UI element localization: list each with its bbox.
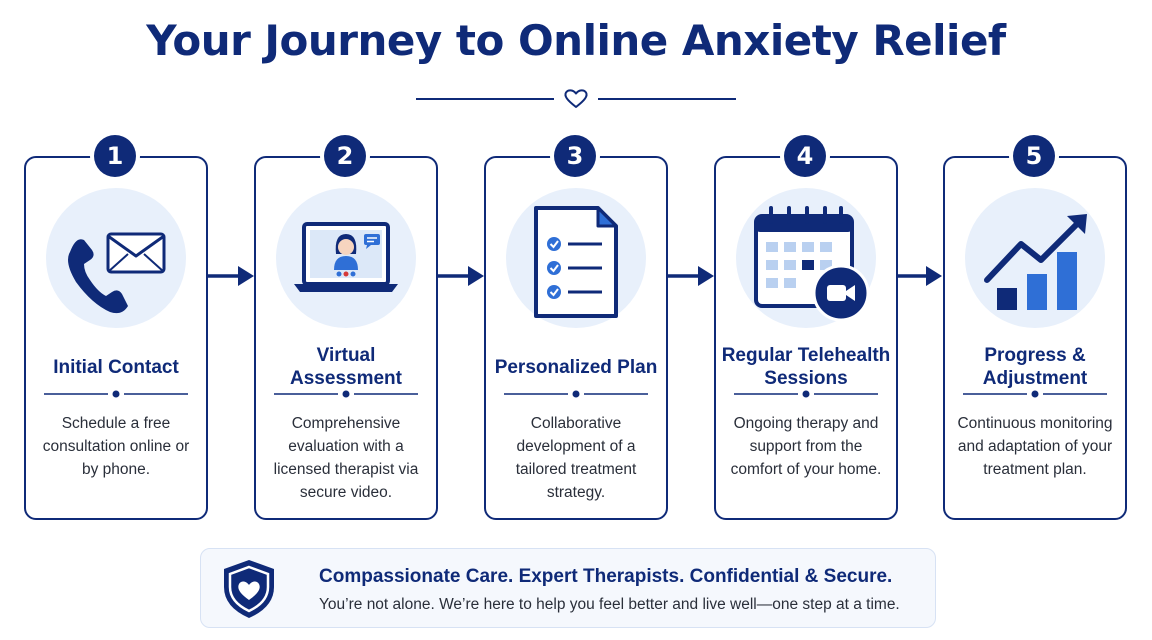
banner-headline: Compassionate Care. Expert Therapists. C… xyxy=(319,566,893,587)
phone-mail-icon xyxy=(68,232,166,314)
card-divider xyxy=(963,390,1107,398)
step-description: Continuous monitoring and adaptation of … xyxy=(957,415,1113,478)
arrow-right-icon xyxy=(896,266,942,286)
step-card-virtual-assessment: Virtual Assessment Comprehensive evaluat… xyxy=(254,156,438,520)
step-description: Collaborative development of a tailored … xyxy=(515,415,637,501)
step-title: Personalized Plan xyxy=(494,356,658,378)
card-divider xyxy=(44,390,188,398)
arrow-right-icon xyxy=(438,266,484,286)
step-number-badge: 2 xyxy=(324,135,366,177)
reassurance-banner: Compassionate Care. Expert Therapists. C… xyxy=(200,548,936,628)
step-title: Regular Telehealth Sessions xyxy=(721,345,891,389)
step-card-progress-adjustment: Progress & Adjustment Continuous monitor… xyxy=(943,156,1127,520)
step-number-badge: 4 xyxy=(784,135,826,177)
step-description: Comprehensive evaluation with a licensed… xyxy=(273,415,419,501)
card-divider xyxy=(734,390,878,398)
shield-heart-icon xyxy=(224,560,274,618)
growth-chart-icon xyxy=(984,214,1087,310)
step-description: Schedule a free consultation online or b… xyxy=(42,415,190,478)
page-title: Your Journey to Online Anxiety Relief xyxy=(146,16,1006,65)
title-divider xyxy=(416,89,736,108)
laptop-video-call-icon xyxy=(294,222,398,292)
arrow-right-icon xyxy=(668,266,714,286)
arrow-right-icon xyxy=(208,266,254,286)
step-title: Initial Contact xyxy=(53,356,179,378)
card-divider xyxy=(504,390,648,398)
step-description: Ongoing therapy and support from the com… xyxy=(730,415,882,478)
step-number-badge: 3 xyxy=(554,135,596,177)
calendar-video-icon xyxy=(754,206,870,322)
step-number-badge: 1 xyxy=(94,135,136,177)
step-card-initial-contact: Initial Contact Schedule a free consulta… xyxy=(24,156,208,520)
heart-icon xyxy=(564,89,588,108)
step-title: Progress & Adjustment xyxy=(982,345,1088,389)
step-title: Virtual Assessment xyxy=(290,345,402,389)
banner-subtext: You’re not alone. We’re here to help you… xyxy=(319,596,900,613)
step-card-regular-telehealth-sessions: Regular Telehealth Sessions Ongoing ther… xyxy=(714,156,898,520)
card-divider xyxy=(274,390,418,398)
checklist-document-icon xyxy=(534,206,618,318)
step-card-personalized-plan: Personalized Plan Collaborative developm… xyxy=(484,156,668,520)
step-number-badge: 5 xyxy=(1013,135,1055,177)
